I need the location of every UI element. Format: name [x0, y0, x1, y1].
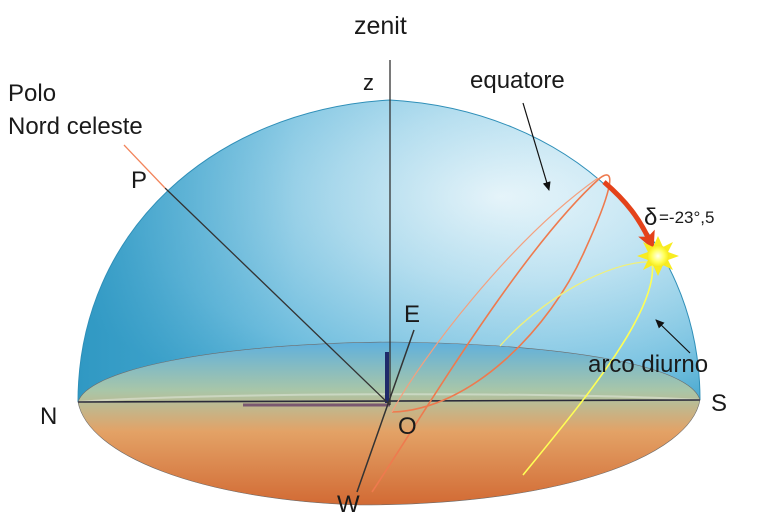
- pole-p-label: P: [131, 167, 147, 194]
- zenith-z-label: z: [363, 70, 374, 95]
- east-label: E: [404, 301, 420, 328]
- north-pole-label-line1: Polo: [8, 80, 56, 107]
- diurnal-arc-back: [499, 261, 653, 347]
- celestial-equator: [371, 174, 611, 493]
- diurnal-arc-label: arco diurno: [588, 351, 708, 378]
- diurnal-arc-pointer-arrow: [655, 319, 691, 354]
- observer-o-label: O: [398, 413, 417, 440]
- declination-symbol: δ: [644, 204, 657, 231]
- declination-arrow: [602, 180, 655, 250]
- pole-pointer-line: [123, 144, 166, 189]
- equator-label: equatore: [470, 67, 565, 94]
- zenith-label: zenit: [354, 12, 407, 40]
- north-label: N: [40, 403, 57, 430]
- east-west-line: [356, 329, 415, 493]
- diurnal-arc: [522, 261, 654, 476]
- north-pole-label-line2: Nord celeste: [8, 113, 143, 140]
- equator-pointer-arrow: [522, 102, 551, 191]
- sun-icon: [637, 236, 679, 276]
- west-label: W: [337, 491, 360, 518]
- celestial-equator-back: [391, 177, 599, 413]
- declination-value: =-23°,5: [659, 208, 714, 227]
- polar-axis-line: [164, 187, 391, 406]
- south-label: S: [711, 390, 727, 417]
